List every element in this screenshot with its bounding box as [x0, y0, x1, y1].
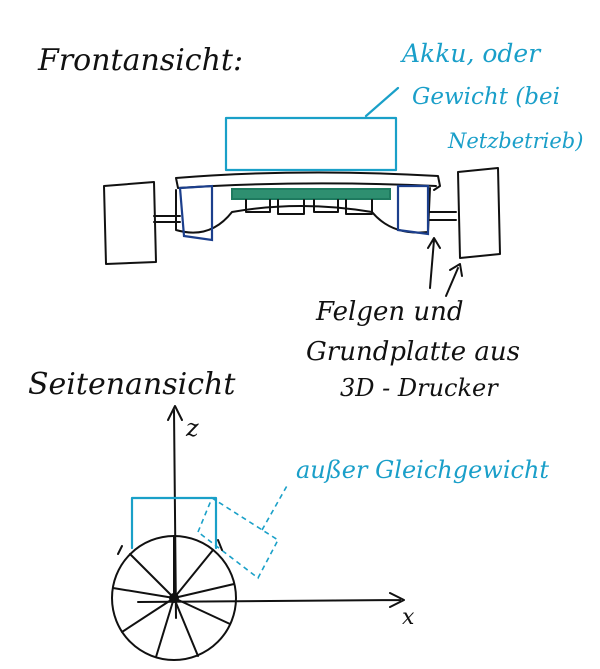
imbalance-label: außer Gleichgewicht [296, 456, 549, 484]
z-axis [167, 405, 183, 619]
right-rim [396, 184, 430, 236]
printer-label-line-3: 3D - Drucker [340, 374, 499, 402]
base-plate [175, 171, 441, 191]
frame-bracket [117, 539, 223, 555]
front-view-title: Frontansicht: [37, 43, 243, 78]
pcb-board [231, 188, 391, 200]
battery-block [224, 116, 398, 172]
battery-label-line-3: Netzbetrieb) [447, 129, 583, 153]
printer-label-line-2: Grundplatte aus [306, 337, 520, 367]
battery-label-line-1: Akku, oder [400, 39, 542, 68]
left-rim [178, 184, 214, 242]
side-view-title: Seitenansicht [28, 367, 236, 402]
battery-leader-line [364, 86, 400, 118]
wheel-hub [169, 593, 179, 603]
battery-label-line-2: Gewicht (bei [412, 84, 560, 110]
right-axle [429, 211, 457, 221]
z-axis-label: z [185, 414, 199, 442]
x-axis-label: x [402, 605, 415, 630]
pcb-components [245, 199, 373, 215]
left-tire [103, 181, 157, 265]
tilted-battery-dashed [197, 496, 280, 580]
printer-arrow-1 [427, 237, 441, 289]
wheel-spokes [112, 535, 235, 658]
side-battery-block [130, 496, 218, 550]
printer-arrow-2 [445, 263, 463, 297]
imbalance-leader [261, 483, 289, 531]
left-axle [153, 215, 181, 223]
right-tire [457, 167, 501, 259]
printer-label-line-1: Felgen und [315, 297, 464, 327]
